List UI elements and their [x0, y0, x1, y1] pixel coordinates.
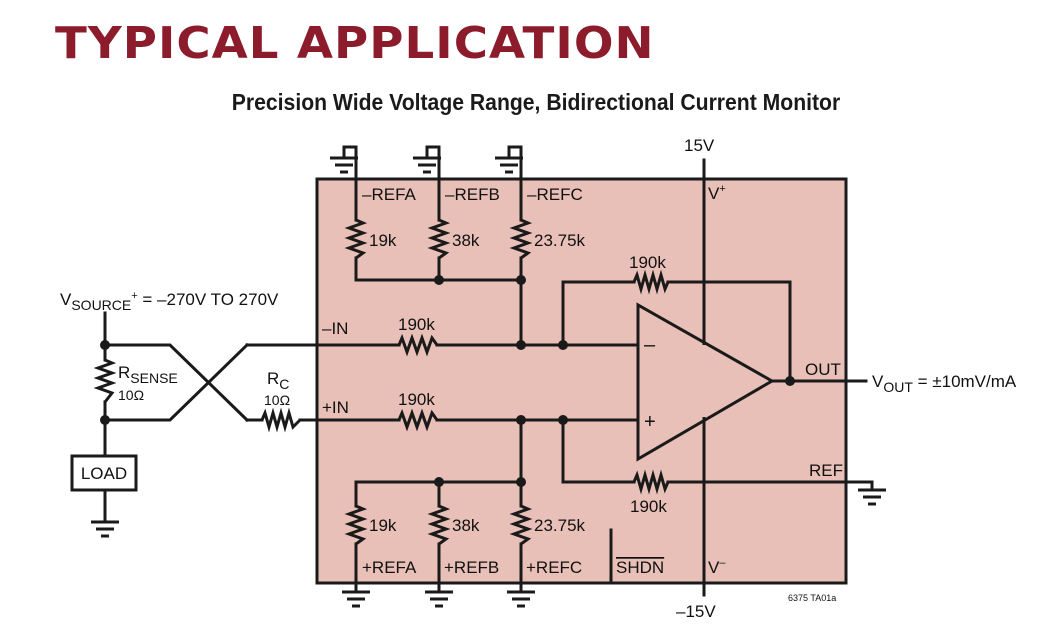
- load-box: [70, 454, 138, 492]
- resistor-top-c: [509, 218, 533, 260]
- ground-icon: [413, 147, 441, 174]
- value-in-plus: 190k: [398, 390, 435, 409]
- ground-icons: [91, 147, 886, 608]
- resistors: [93, 218, 670, 546]
- value-top-c: 23.75k: [534, 231, 586, 250]
- section-title: TYPICAL APPLICATION: [55, 18, 655, 69]
- resistor-rsense: [93, 358, 117, 403]
- pin-plus-refb: +REFB: [444, 558, 499, 577]
- source-label: VSOURCE+ = –270V TO 270V: [60, 290, 279, 313]
- pin-minus-refa: –REFA: [362, 185, 417, 204]
- resistor-top-a: [344, 218, 368, 260]
- rc-value: 10Ω: [264, 392, 290, 408]
- value-bot-a: 19k: [369, 516, 397, 535]
- value-bot-b: 38k: [452, 516, 480, 535]
- resistor-in-minus: [397, 333, 439, 357]
- pin-ref: REF: [809, 461, 843, 480]
- pin-minus-in: –IN: [322, 319, 348, 338]
- value-top-b: 38k: [452, 231, 480, 250]
- resistor-feedback: [632, 269, 670, 295]
- opamp-plus-sign: +: [644, 411, 656, 433]
- ground-icon: [858, 488, 886, 506]
- load-label: LOAD: [81, 464, 127, 483]
- ground-icon: [342, 590, 370, 608]
- rsense-value: 10Ω: [118, 387, 144, 403]
- pin-plus-refc: +REFC: [526, 558, 582, 577]
- ground-icon: [495, 147, 523, 174]
- diagram-title: Precision Wide Voltage Range, Bidirectio…: [231, 89, 841, 115]
- ground-icon: [507, 590, 535, 608]
- junction-dots: [100, 275, 795, 487]
- rsense-label: RSENSE: [118, 363, 178, 386]
- vout-label: VOUT = ±10mV/mA: [872, 372, 1017, 395]
- pin-minus-refb: –REFB: [445, 185, 500, 204]
- resistor-bot-c: [509, 504, 533, 546]
- ground-icon: [330, 147, 358, 174]
- vplus-label: V+: [708, 183, 726, 203]
- value-bot-c: 23.75k: [534, 516, 586, 535]
- resistor-bot-a: [344, 504, 368, 546]
- resistor-bot-b: [427, 504, 451, 546]
- value-feedback: 190k: [629, 253, 666, 272]
- pin-plus-refa: +REFA: [362, 558, 417, 577]
- rc-label: RC: [267, 369, 289, 392]
- resistor-top-b: [427, 218, 451, 260]
- value-top-a: 19k: [369, 231, 397, 250]
- supply-negative: –15V: [676, 602, 716, 621]
- resistor-ref-feedback: [632, 469, 670, 495]
- pin-minus-refc: –REFC: [527, 185, 583, 204]
- ground-icon: [91, 520, 119, 538]
- value-in-minus: 190k: [398, 315, 435, 334]
- pin-plus-in: +IN: [322, 398, 349, 417]
- resistor-in-plus: [397, 408, 439, 432]
- supply-positive: 15V: [684, 136, 715, 155]
- opamp-minus-sign: –: [644, 334, 656, 356]
- pin-shdn: SHDN: [616, 558, 664, 577]
- vminus-label: V–: [708, 557, 726, 577]
- figure-id: 6375 TA01a: [788, 593, 836, 603]
- resistor-rc: [260, 407, 302, 433]
- pin-out: OUT: [805, 360, 841, 379]
- ground-icon: [425, 590, 453, 608]
- value-ref-feedback: 190k: [630, 497, 667, 516]
